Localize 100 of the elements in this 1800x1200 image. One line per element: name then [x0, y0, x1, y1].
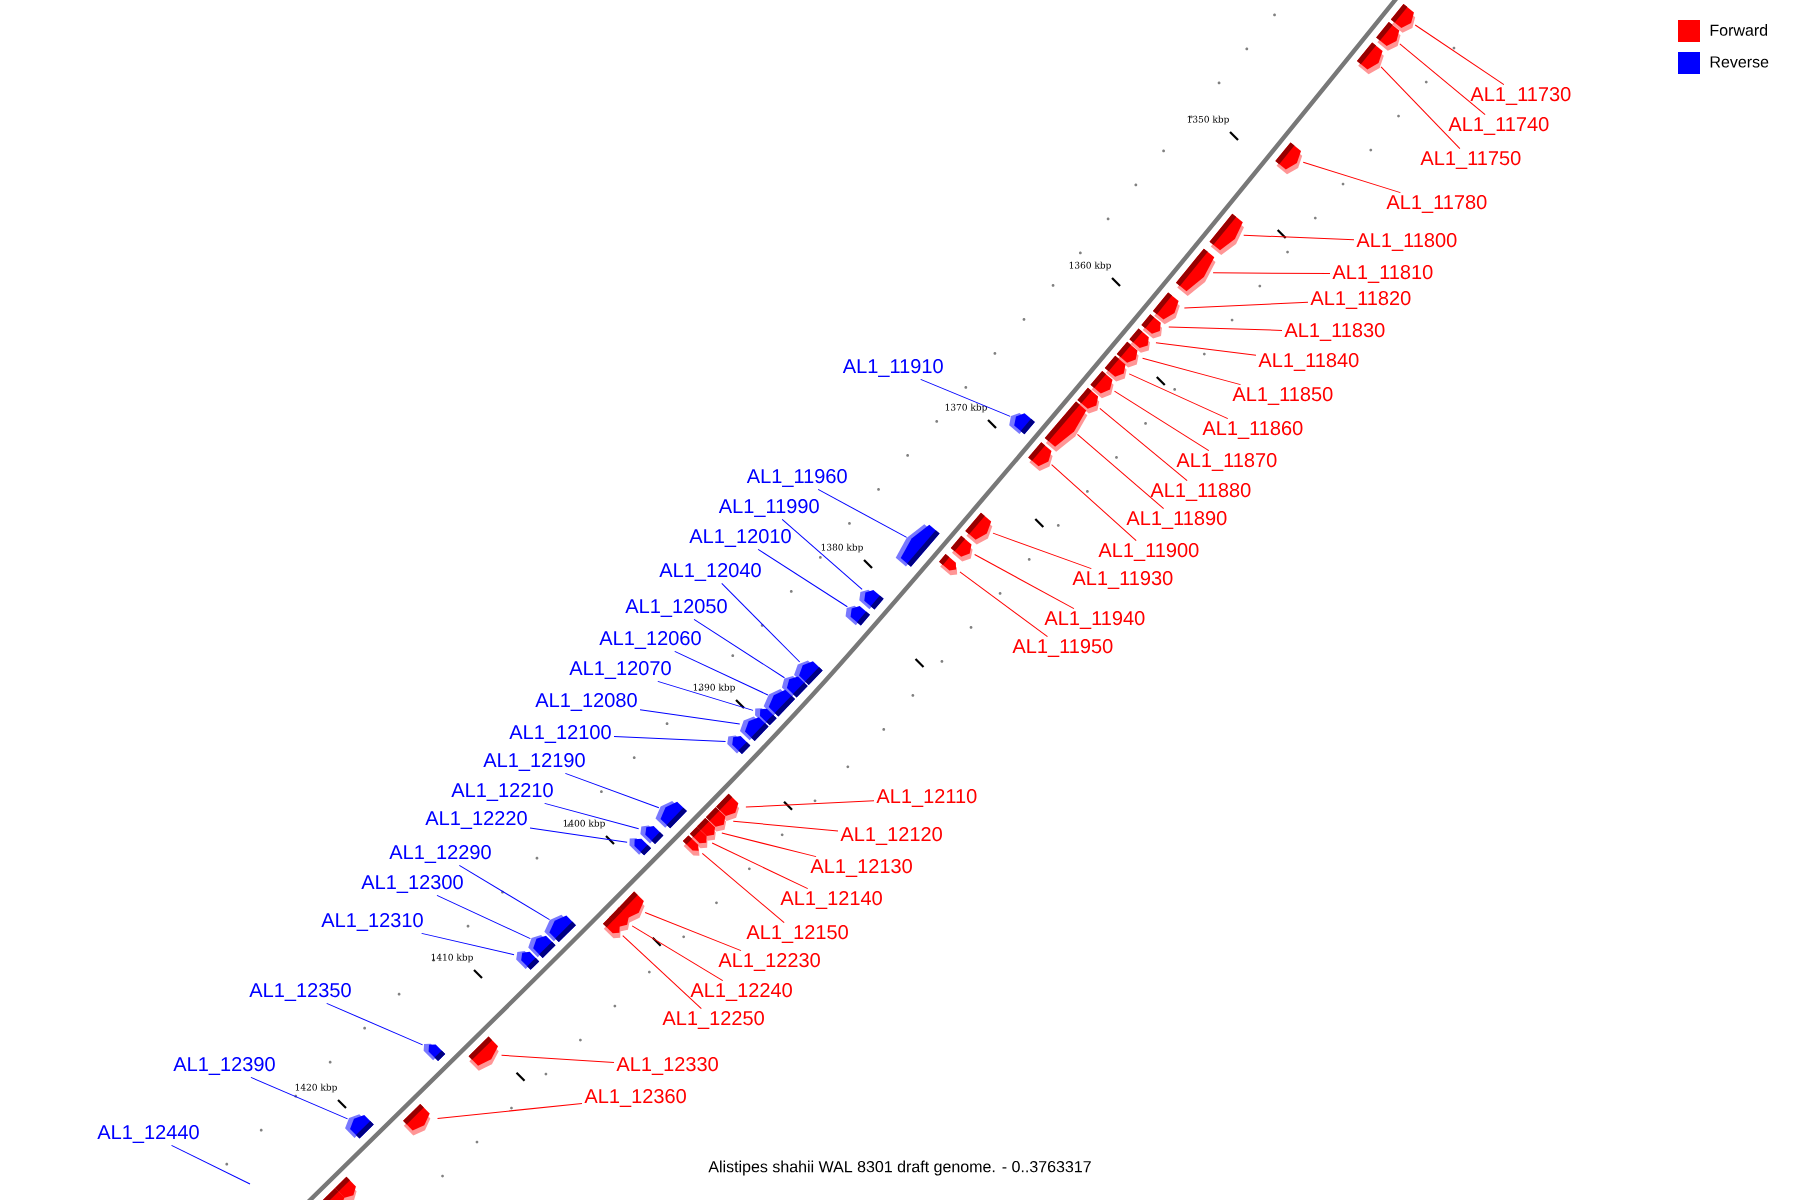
gene-label: AL1_11730 [1470, 87, 1571, 105]
leader-line [421, 932, 515, 956]
legend-label: Forward [1710, 24, 1768, 36]
gene-glyph [629, 838, 652, 856]
leader-line [1142, 357, 1242, 386]
leader-line [1212, 272, 1331, 275]
leader-line [564, 772, 660, 809]
gene-label: AL1_11870 [1176, 453, 1277, 471]
gene-glyph [655, 801, 687, 829]
leader-line [639, 709, 741, 725]
leader-line [529, 827, 628, 843]
caption: Alistipes shahii WAL 8301 draft genome. - 0..3763317 [708, 1160, 1091, 1176]
gene-label: AL1_11740 [1448, 117, 1549, 135]
gene-label: AL1_12360 [584, 1089, 686, 1107]
leader-line [1168, 326, 1283, 331]
gene-label: AL1_11910 [842, 359, 943, 377]
gene-glyph [950, 535, 973, 562]
gene-label: AL1_11930 [1072, 571, 1173, 589]
gene-label: AL1_12110 [876, 789, 977, 807]
gene-label: AL1_12210 [451, 783, 553, 801]
gene-glyph [403, 1104, 431, 1136]
gene-glyph [1104, 355, 1127, 382]
leader-line [1128, 373, 1229, 420]
gene-label: AL1_12140 [780, 891, 882, 909]
gene-glyph [1044, 401, 1088, 452]
leader-line [1076, 433, 1165, 510]
leader-line [974, 554, 1075, 610]
gene-label: AL1_12250 [662, 1011, 764, 1029]
gene-label: AL1_12010 [689, 529, 791, 547]
gene-glyph [939, 554, 958, 576]
leader-line [1051, 464, 1137, 542]
leader-line [644, 911, 742, 952]
gene-glyph [318, 1188, 346, 1200]
leader-line [250, 1076, 349, 1120]
leader-line [501, 1054, 615, 1064]
gene-label: AL1_12080 [535, 693, 637, 711]
gene-glyph [544, 914, 576, 942]
leader-line [745, 800, 875, 808]
gene-label: AL1_12300 [361, 875, 463, 893]
leader-line [959, 571, 1048, 638]
leader-line [674, 650, 769, 696]
leader-line [1414, 24, 1505, 86]
leader-line [436, 894, 531, 940]
gene-label: AL1_12350 [249, 983, 351, 1001]
gene-glyph [423, 1043, 446, 1062]
gene-label: AL1_12100 [509, 725, 611, 743]
gene-glyph [1090, 371, 1114, 399]
gene-label: AL1_12220 [425, 811, 527, 829]
leader-line [1099, 407, 1188, 482]
leader-line [437, 1103, 583, 1119]
gene-label: AL1_12040 [659, 563, 761, 581]
gene-label: AL1_11860 [1202, 421, 1303, 439]
leader-line [458, 864, 551, 921]
leader-line [920, 378, 1011, 417]
gene-glyph [739, 716, 769, 741]
gene-glyph [965, 512, 993, 545]
gene-label: AL1_11800 [1356, 233, 1457, 251]
gene-label: AL1_11880 [1150, 483, 1251, 501]
gene-label: AL1_11990 [718, 499, 819, 517]
leader-line [711, 842, 809, 890]
gene-label: AL1_11750 [1420, 151, 1521, 169]
leader-line [721, 832, 817, 858]
leader-line [1243, 234, 1355, 241]
gene-label: AL1_11950 [1012, 639, 1113, 657]
gene-glyph [1356, 42, 1384, 75]
gene-label: AL1_12120 [840, 827, 942, 845]
gene-glyph [1141, 314, 1162, 339]
leader-line [1302, 161, 1401, 194]
leader-line [171, 1144, 251, 1185]
gene-label: AL1_11890 [1126, 511, 1227, 529]
leader-line [992, 532, 1092, 570]
leader-line [622, 935, 702, 1010]
gene-label: AL1_11780 [1386, 195, 1487, 213]
gene-glyph [468, 1036, 499, 1071]
gene-label: AL1_12070 [569, 661, 671, 679]
gene-glyph [1009, 412, 1035, 435]
gene-label: AL1_12390 [173, 1057, 275, 1075]
leader-line [721, 582, 801, 663]
gene-glyph [1176, 248, 1216, 297]
leader-line [1399, 43, 1486, 116]
gene-label: AL1_11810 [1332, 265, 1433, 283]
gene-label: AL1_12130 [810, 859, 912, 877]
gene-glyph [1275, 142, 1303, 175]
leader-line [544, 802, 640, 830]
gene-label: AL1_12190 [483, 753, 585, 771]
leader-line [326, 1002, 424, 1046]
gene-label: AL1_12050 [625, 599, 727, 617]
leader-line [757, 548, 848, 608]
leader-line [613, 735, 727, 743]
gene-glyph [845, 605, 870, 626]
gene-glyph [603, 916, 621, 939]
gene-glyph [516, 951, 540, 970]
leader-line [817, 488, 908, 538]
leader-line [657, 680, 754, 711]
gene-label: AL1_11850 [1232, 387, 1333, 405]
gene-label: AL1_11940 [1044, 611, 1145, 629]
gene-glyph [1209, 213, 1244, 255]
gene-glyph [682, 835, 700, 856]
gene-label: AL1_11840 [1258, 353, 1359, 371]
gene-label: AL1_12150 [746, 925, 848, 943]
